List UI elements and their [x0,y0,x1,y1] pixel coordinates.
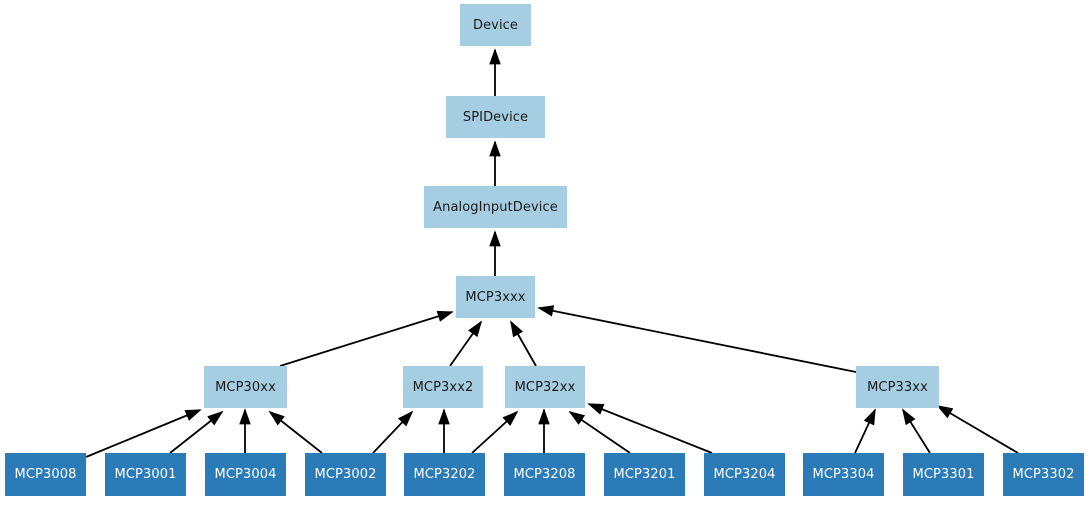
class-node-mcp3304[interactable]: MCP3304 [803,453,884,496]
class-node-label: MCP30xx [215,379,276,395]
class-node-label: MCP33xx [867,379,928,395]
class-node-mcp3001[interactable]: MCP3001 [105,453,186,496]
class-node-mcp3004[interactable]: MCP3004 [205,453,286,496]
edge-mcp3201-to-mcp32xx [568,410,631,454]
class-node-label: MCP3001 [114,467,177,482]
class-node-mcp3208[interactable]: MCP3208 [504,453,585,496]
class-node-label: Device [472,17,519,33]
class-node-mcp3202[interactable]: MCP3202 [404,453,485,496]
edge-mcp3002-to-mcp30xx [268,410,323,454]
class-node-label: AnalogInputDevice [433,199,558,215]
class-node-mcp32xx[interactable]: MCP32xx [505,366,585,408]
class-node-label: MCP3204 [713,467,776,482]
class-node-device[interactable]: Device [460,4,531,46]
edge-mcp3002-to-mcp3xx2 [372,410,414,454]
edge-mcp33xx-to-mcp3xxx [537,305,857,373]
class-node-mcp3xx2[interactable]: MCP3xx2 [403,366,483,408]
class-node-mcp3xxx[interactable]: MCP3xxx [456,276,535,318]
class-node-mcp3301[interactable]: MCP3301 [903,453,984,496]
class-node-label: MCP32xx [514,379,576,395]
edge-mcp30xx-to-mcp3xxx [279,310,454,367]
edge-mcp32xx-to-mcp3xxx [510,320,537,367]
class-node-label: MCP3201 [613,467,676,482]
class-node-label: MCP3302 [1012,467,1075,482]
edge-mcp3xx2-to-mcp3xxx [449,320,483,367]
class-node-label: MCP3004 [214,467,277,482]
class-node-mcp3002[interactable]: MCP3002 [305,453,386,496]
class-node-label: MCP3002 [314,467,377,482]
class-node-label: MCP3304 [812,467,875,482]
class-node-label: MCP3208 [513,467,576,482]
class-node-mcp3204[interactable]: MCP3204 [704,453,785,496]
class-node-spidevice[interactable]: SPIDevice [446,96,545,138]
class-node-mcp3008[interactable]: MCP3008 [5,453,86,496]
edge-mcp3204-to-mcp32xx [587,403,713,454]
class-node-mcp3302[interactable]: MCP3302 [1003,453,1084,496]
class-node-label: MCP3008 [14,467,77,482]
class-node-analoginputdevice[interactable]: AnalogInputDevice [424,186,567,228]
edge-mcp3202-to-mcp32xx [471,410,519,454]
class-node-label: MCP3xx2 [412,379,474,395]
class-node-mcp3201[interactable]: MCP3201 [604,453,685,496]
edge-mcp3304-to-mcp33xx [854,408,876,454]
class-node-label: MCP3xxx [465,289,526,305]
class-node-label: SPIDevice [462,109,529,125]
class-node-mcp33xx[interactable]: MCP33xx [856,366,939,408]
class-node-label: MCP3301 [912,467,975,482]
class-node-mcp30xx[interactable]: MCP30xx [204,366,287,408]
edge-mcp3001-to-mcp30xx [169,410,224,454]
edge-mcp3302-to-mcp33xx [936,405,1019,454]
edge-mcp3008-to-mcp30xx [85,409,202,458]
class-node-label: MCP3202 [413,467,476,482]
edge-mcp3301-to-mcp33xx [902,408,931,454]
